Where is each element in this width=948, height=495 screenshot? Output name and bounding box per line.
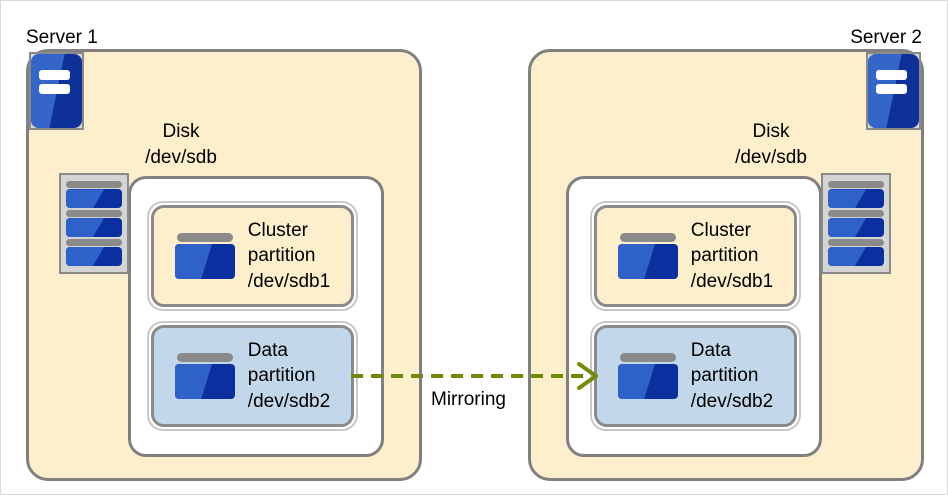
disk-stack-rail-2 [828,209,884,217]
cluster-partition-text: Cluster partition /dev/sdb1 [691,218,773,295]
disk-label-line-2: /dev/sdb [145,146,217,168]
partition-icon [617,353,678,399]
disk-stack-slot-2 [828,218,884,238]
server-icon-glyph [31,54,82,128]
disk-stack-icon [59,173,129,274]
disk-stack-rail-3 [66,238,122,246]
cluster-partition-line-1: Cluster [690,219,751,241]
server-icon-bar-2 [39,84,70,94]
cluster-partition-text: Cluster partition /dev/sdb1 [248,218,330,295]
data-partition-line-1: Data [247,339,288,361]
partition-icon-body [174,244,235,279]
disk-label-server-2: Disk /dev/sdb [701,119,841,170]
disk-label-line-1: Disk [752,121,790,142]
server-icon-bar-1 [876,70,907,80]
disk-stack-slot-3 [828,246,884,266]
cluster-partition-line-3: /dev/sdb1 [247,270,331,292]
partition-icon [174,353,235,399]
server-icon-bar-1 [39,70,70,80]
data-partition-line-2: partition [690,365,759,387]
partition-icon [174,233,235,279]
partition-icon-body [617,364,678,399]
partition-icon [617,233,678,279]
data-partition-text: Data partition /dev/sdb2 [248,338,330,415]
mirroring-label: Mirroring [431,389,506,410]
data-partition-line-3: /dev/sdb2 [247,390,331,412]
data-partition-server-2[interactable]: Data partition /dev/sdb2 [590,321,801,431]
disk-stack-slot-2 [66,218,122,238]
server-2-title: Server 2 [850,27,922,48]
disk-label-server-1: Disk /dev/sdb [111,119,251,170]
disk-stack-rail-3 [828,238,884,246]
partition-icon-cap [619,233,676,242]
cluster-partition-line-2: partition [247,245,316,267]
server-icon-glyph [868,54,919,128]
cluster-partition-server-1[interactable]: Cluster partition /dev/sdb1 [147,201,358,311]
disk-stack-rail-2 [66,209,122,217]
data-partition-inner: Data partition /dev/sdb2 [151,325,354,427]
cluster-partition-inner: Cluster partition /dev/sdb1 [594,205,797,307]
partition-icon-cap [176,233,233,242]
disk-stack-slot-1 [66,189,122,209]
server-icon [866,52,921,130]
server-1-title: Server 1 [26,27,98,48]
disk-stack-slot-3 [66,246,122,266]
partition-icon-cap [176,353,233,362]
cluster-partition-line-3: /dev/sdb1 [690,270,774,292]
partition-icon-cap [619,353,676,362]
server-icon-bar-2 [876,84,907,94]
disk-stack-icon [821,173,891,274]
disk-label-line-1: Disk [162,121,200,142]
partition-icon-body [617,244,678,279]
data-partition-line-3: /dev/sdb2 [690,390,774,412]
data-partition-line-2: partition [247,365,316,387]
data-partition-text: Data partition /dev/sdb2 [691,338,773,415]
data-partition-line-1: Data [690,339,731,361]
data-partition-server-1[interactable]: Data partition /dev/sdb2 [147,321,358,431]
data-partition-inner: Data partition /dev/sdb2 [594,325,797,427]
disk-stack-slot-1 [828,189,884,209]
disk-stack-rail-1 [66,181,122,188]
cluster-partition-line-2: partition [690,245,759,267]
cluster-partition-server-2[interactable]: Cluster partition /dev/sdb1 [590,201,801,311]
server-icon [29,52,84,130]
partition-icon-body [174,364,235,399]
disk-label-line-2: /dev/sdb [735,146,807,168]
cluster-partition-line-1: Cluster [247,219,308,241]
disk-stack-rail-1 [828,181,884,188]
cluster-partition-inner: Cluster partition /dev/sdb1 [151,205,354,307]
